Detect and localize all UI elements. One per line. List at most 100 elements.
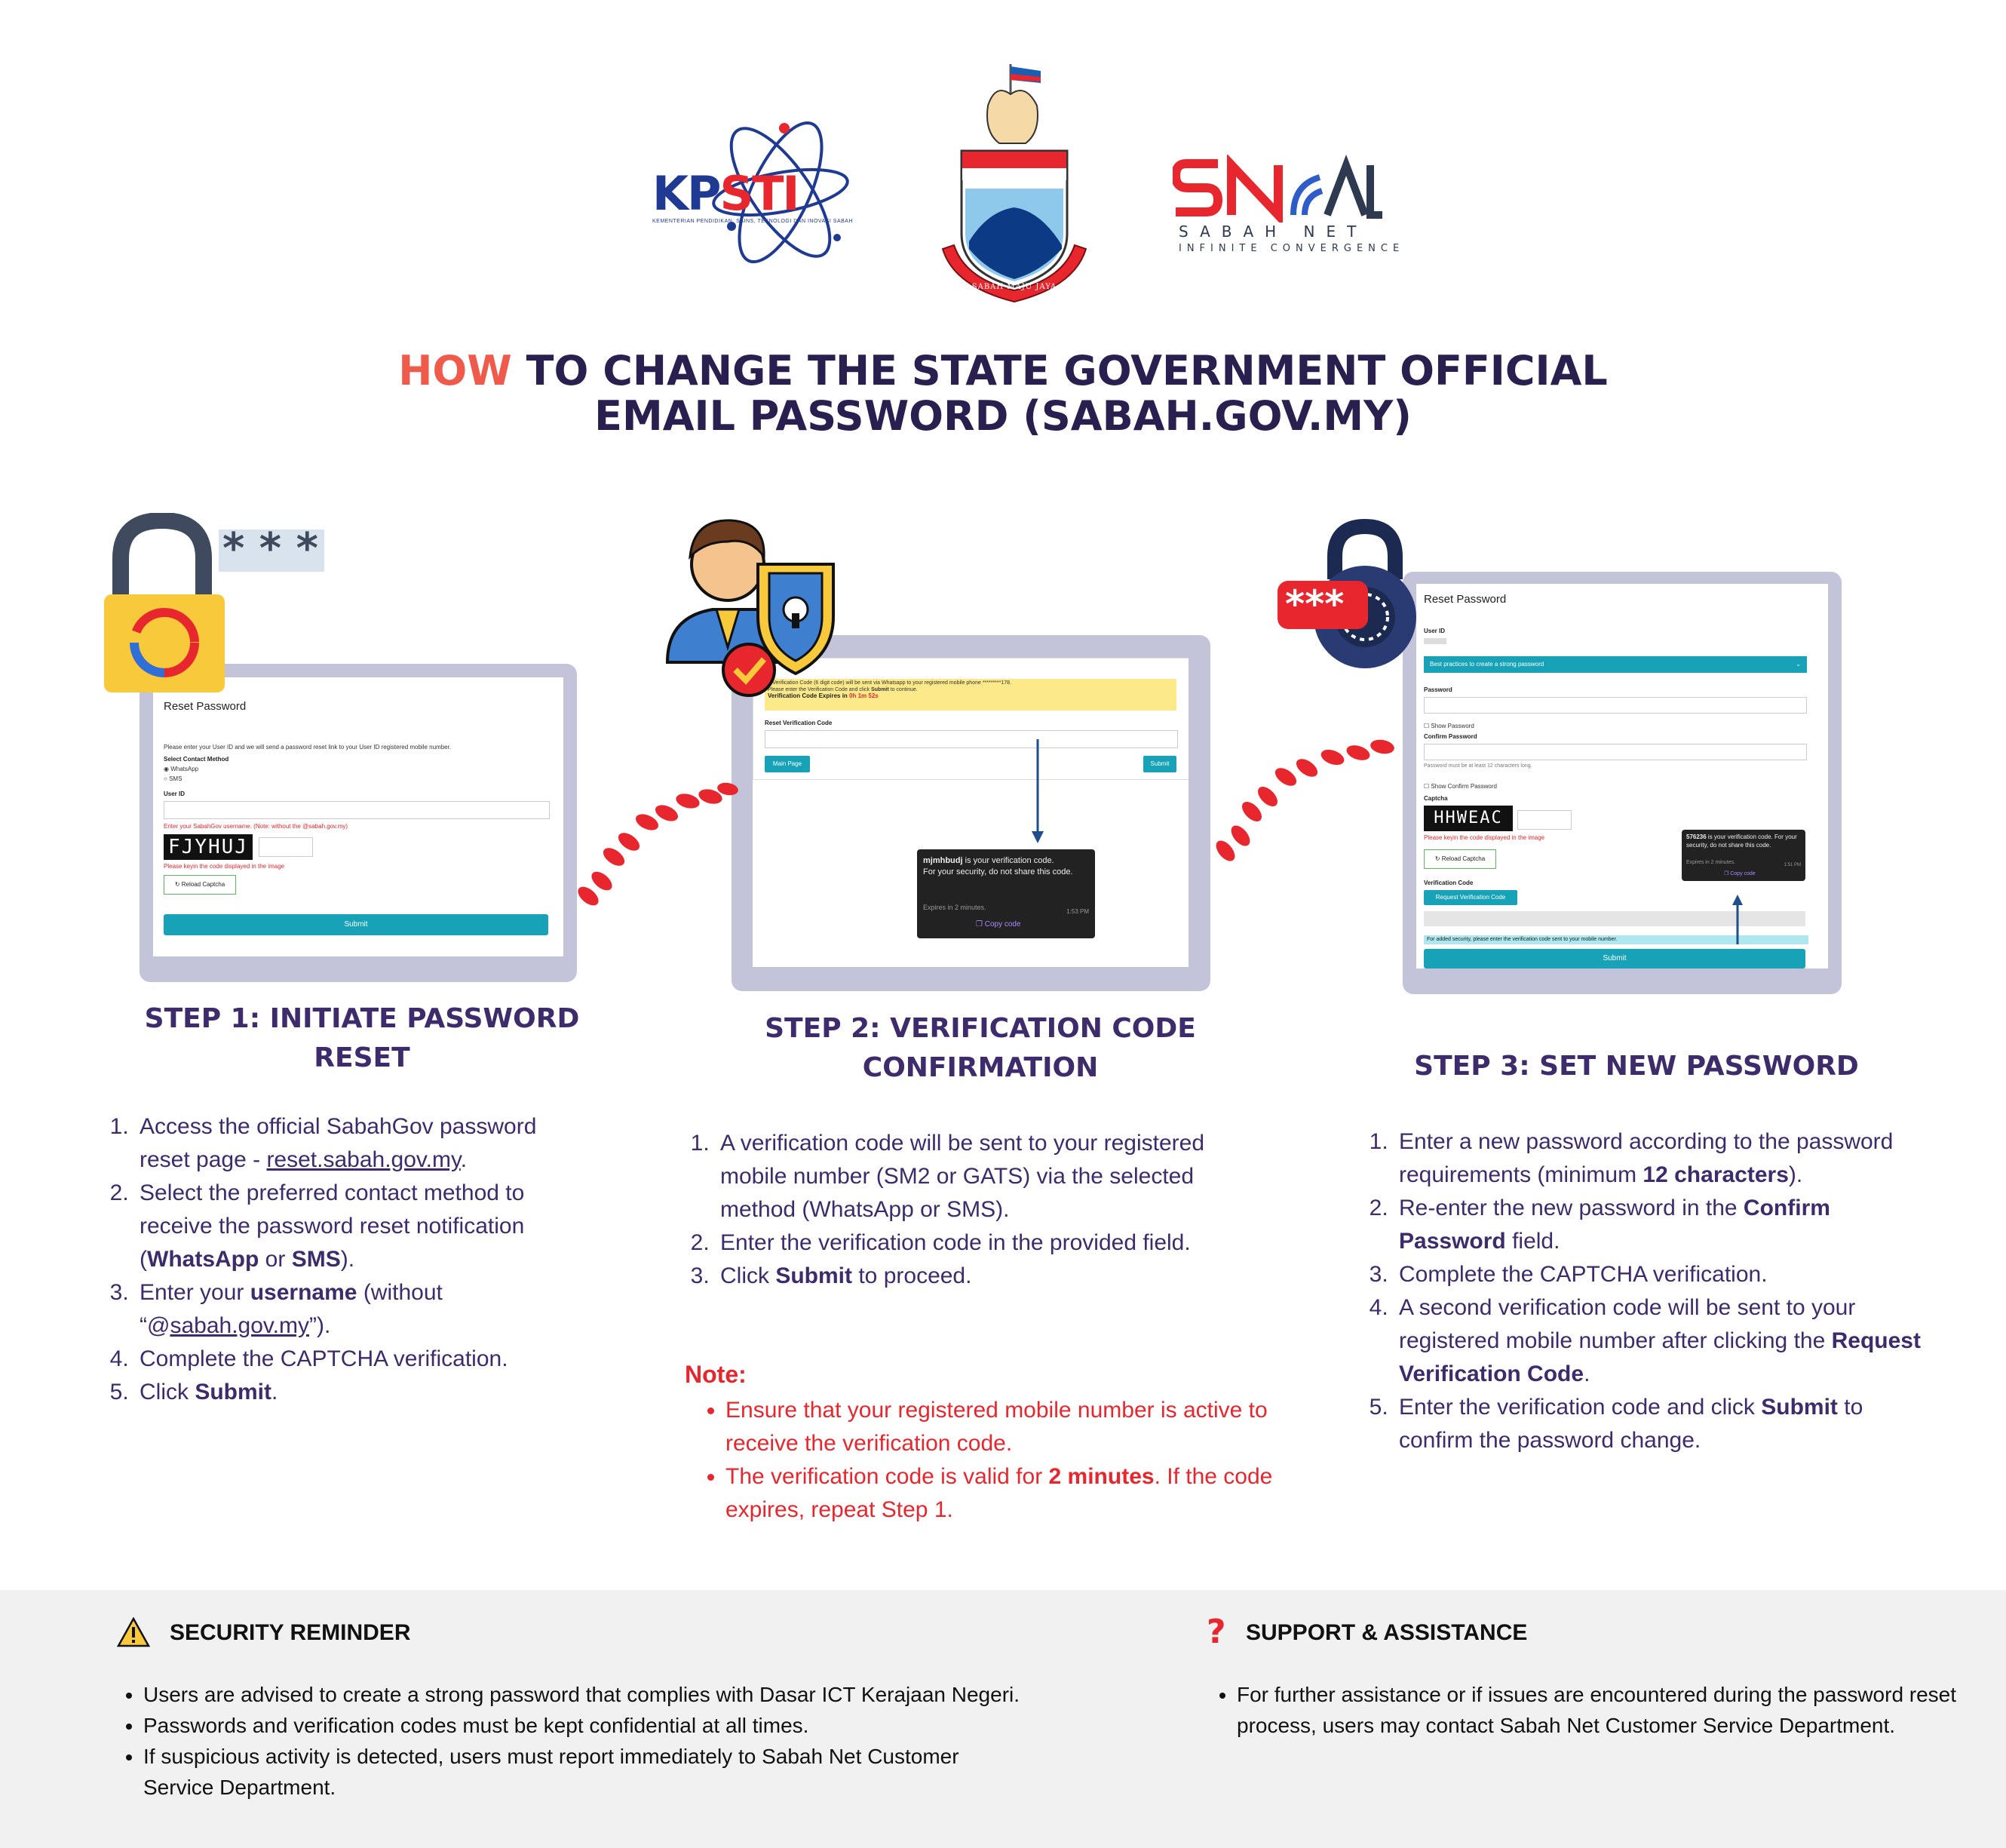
sabahnet-logo: SABAH NET INFINITE CONVERGENCE — [1170, 153, 1399, 260]
padlock-password-icon: *** — [1278, 519, 1416, 668]
step1-instructions: Access the official SabahGov password re… — [109, 1110, 592, 1409]
sabahnet-mark-icon — [1170, 153, 1382, 227]
step2-screen: A Verification Code (6 digit code) will … — [753, 658, 1189, 967]
whatsapp-radio[interactable]: ◉ WhatsApp — [164, 766, 199, 772]
list-item: Enter the verification code and click Su… — [1394, 1391, 1942, 1457]
footprints-icon — [578, 782, 738, 906]
show-password-checkbox[interactable]: ☐ Show Password — [1424, 723, 1474, 729]
userid-masked — [1424, 638, 1446, 644]
reload-icon: ↻ — [174, 881, 180, 888]
userid-hint: Enter your SabahGov username. (Note: wit… — [164, 823, 348, 830]
step3-heading: STEP 3: SET NEW PASSWORD — [1414, 1051, 1859, 1082]
reload-icon: ↻ — [1434, 855, 1440, 862]
step1-screen: Reset Password Please enter your User ID… — [153, 677, 563, 956]
title-line1: TO CHANGE THE STATE GOVERNMENT OFFICIAL — [511, 347, 1608, 394]
title-line2: EMAIL PASSWORD (SABAH.GOV.MY) — [594, 392, 1412, 440]
list-item: Users are advised to create a strong pas… — [143, 1679, 1026, 1710]
reset-code-label: Reset Verification Code — [765, 720, 833, 726]
security-reminder-list: Users are advised to create a strong pas… — [121, 1679, 1026, 1803]
note-label: Note: — [685, 1361, 747, 1388]
password-length-hint: Password must be at least 12 characters … — [1424, 763, 1532, 769]
svg-text:***: *** — [1285, 582, 1344, 626]
atom-orbit-icon — [712, 121, 849, 264]
step3-captcha-input[interactable] — [1517, 810, 1572, 830]
list-item: Passwords and verification codes must be… — [143, 1710, 1026, 1741]
padlock-refresh-icon: * * * — [104, 513, 324, 692]
step2-heading: STEP 2: VERIFICATION CODE CONFIRMATION — [765, 1013, 1196, 1083]
list-item: If suspicious activity is detected, user… — [143, 1741, 1026, 1803]
sms-radio[interactable]: ○ SMS — [164, 775, 183, 782]
contact-method-label: Select Contact Method — [164, 756, 229, 763]
domain-link[interactable]: sabah.gov.my — [170, 1313, 309, 1338]
list-item: Click Submit. — [135, 1376, 592, 1409]
list-item: Enter the verification code in the provi… — [716, 1226, 1233, 1260]
kpsti-tagline: KEMENTERIAN PENDIDIKAN, SAINS, TEKNOLOGI… — [652, 219, 854, 224]
list-item: The verification code is valid for 2 min… — [725, 1460, 1276, 1527]
step3-screen-title: Reset Password — [1424, 593, 1507, 606]
note-list: Ensure that your registered mobile numbe… — [688, 1394, 1276, 1527]
userid-label: User ID — [164, 790, 186, 797]
svg-text:* * *: * * * — [222, 524, 318, 573]
reset-site-link[interactable]: reset.sabah.gov.my — [266, 1147, 461, 1172]
show-confirm-checkbox[interactable]: ☐ Show Confirm Password — [1424, 783, 1497, 790]
security-hint: For added security, please enter the ver… — [1424, 935, 1808, 944]
step3-screen: Reset Password User ID Best practices to… — [1416, 584, 1828, 969]
confirm-password-label: Confirm Password — [1424, 733, 1477, 740]
request-verification-button[interactable]: Request Verification Code — [1424, 890, 1517, 905]
captcha-image: FJYHUJ — [164, 834, 253, 860]
captcha-label: Captcha — [1424, 795, 1448, 802]
sabah-crest-logo: SABAH MAJU JAYA — [935, 60, 1093, 309]
notif-code: 576236 — [1686, 833, 1707, 840]
list-item: Enter a new password according to the pa… — [1394, 1125, 1942, 1192]
footprints-icon — [1216, 739, 1394, 861]
reload-captcha-button[interactable]: ↻ Reload Captcha — [164, 875, 236, 895]
copy-icon: ❐ — [976, 920, 983, 929]
verification-code-label: Verification Code — [1424, 879, 1474, 886]
captcha-hint: Please keyin the code displayed in the i… — [164, 863, 285, 870]
step3-copy-code-button[interactable]: ❐ Copy code — [1724, 871, 1756, 876]
list-item: Ensure that your registered mobile numbe… — [725, 1394, 1276, 1460]
step3-instructions: Enter a new password according to the pa… — [1369, 1125, 1942, 1457]
step1-screen-intro: Please enter your User ID and we will se… — [164, 744, 452, 751]
list-item: Click Submit to proceed. — [716, 1260, 1233, 1293]
arrow-up-icon — [1732, 895, 1743, 944]
list-item: Enter your username (without “@sabah.gov… — [135, 1276, 592, 1343]
question-icon: ? — [1207, 1613, 1226, 1651]
captcha-input[interactable] — [259, 837, 313, 857]
step3-submit-button[interactable]: Submit — [1424, 949, 1805, 969]
copy-code-button[interactable]: ❐ Copy code — [976, 920, 1021, 929]
step1-screenshot-frame: Reset Password Please enter your User ID… — [140, 664, 577, 982]
list-item: A second verification code will be sent … — [1394, 1291, 1942, 1391]
best-practices-accordion[interactable]: Best practices to create a strong passwo… — [1424, 656, 1807, 673]
list-item: Re-enter the new password in the Confirm… — [1394, 1192, 1942, 1258]
arrow-down-icon — [1032, 739, 1044, 843]
crest-motto: SABAH MAJU JAYA — [971, 283, 1057, 291]
password-input[interactable] — [1424, 697, 1807, 714]
list-item: Access the official SabahGov password re… — [135, 1110, 592, 1177]
sabahnet-tagline: INFINITE CONVERGENCE — [1179, 243, 1405, 254]
support-title: SUPPORT & ASSISTANCE — [1246, 1620, 1528, 1645]
reset-code-input[interactable] — [765, 730, 1178, 748]
step3-captcha-hint: Please keyin the code displayed in the i… — [1424, 834, 1545, 841]
step1-submit-button[interactable]: Submit — [164, 914, 548, 935]
list-item: For further assistance or if issues are … — [1237, 1679, 1968, 1741]
kpsti-name-sti: STI — [719, 166, 799, 221]
confirm-password-input[interactable] — [1424, 744, 1807, 760]
warning-icon — [117, 1617, 150, 1647]
verification-code-input[interactable] — [1424, 911, 1805, 926]
step3-reload-captcha-button[interactable]: ↻ Reload Captcha — [1424, 849, 1496, 869]
copy-icon: ❐ — [1724, 871, 1729, 876]
sms-notification: 576236 is your verification code. For yo… — [1682, 830, 1805, 881]
userid-input[interactable] — [164, 801, 550, 819]
step2-submit-button[interactable]: Submit — [1143, 756, 1176, 772]
main-page-button[interactable]: Main Page — [765, 756, 810, 772]
footer-panel: SECURITY REMINDER Users are advised to c… — [0, 1590, 2006, 1848]
list-item: Complete the CAPTCHA verification. — [135, 1343, 592, 1376]
kpsti-logo: KPSTI KEMENTERIAN PENDIDIKAN, SAINS, TEK… — [649, 113, 854, 279]
list-item: Complete the CAPTCHA verification. — [1394, 1258, 1942, 1291]
sabahnet-name: SABAH NET — [1179, 223, 1368, 241]
notif-code: mjmhbudj — [923, 856, 963, 865]
step3-captcha-image: HHWEAC — [1424, 806, 1513, 831]
step1-screen-title: Reset Password — [164, 700, 247, 713]
user-shield-icon — [665, 519, 835, 697]
